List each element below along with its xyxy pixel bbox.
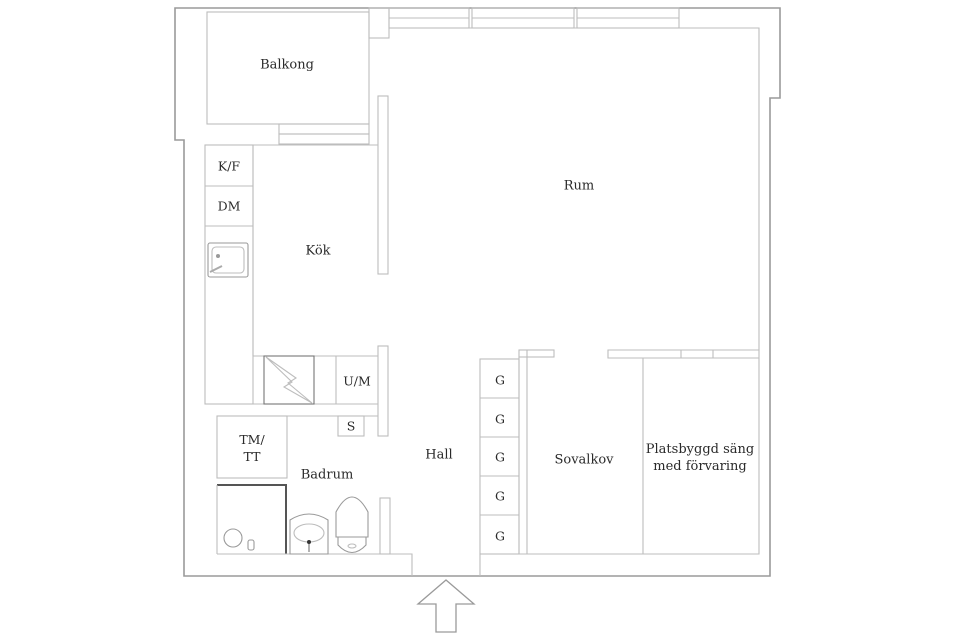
cabinet-s-box [337,415,365,437]
toilet-icon [335,496,369,554]
stove-icon [263,355,315,405]
room-label-built-in-bed: Platsbyggd säng med förvaring [646,441,754,475]
built-in-bed-line2: med förvaring [653,459,747,474]
fixture-oven-microwave: U/M [343,373,371,389]
room-label-kitchen: Kök [305,243,331,259]
entrance-arrow-icon [416,579,476,633]
kitchen-sink-icon [207,242,249,278]
room-label-balcony: Balkong [260,57,314,73]
room-label-living: Rum [563,178,595,194]
outer-wall [174,7,781,577]
built-in-bed-line1: Platsbyggd säng [645,442,755,457]
wash-basin-icon [289,513,329,555]
wardrobe-5: G [495,528,505,544]
fixture-cabinet-s: S [346,418,356,434]
room-label-bathroom: Badrum [300,467,354,483]
fixture-washer-dryer: TM/ TT [239,431,264,465]
wardrobe-1: G [495,372,505,388]
wardrobe-3: G [495,449,505,465]
fixture-fridge-freezer: K/F [217,158,241,174]
room-label-sleeping-alcove: Sovalkov [554,452,614,468]
room-label-hall: Hall [425,447,453,463]
fixture-dishwasher: DM [217,198,241,214]
washer-line1: TM/ [239,432,265,447]
washer-line2: TT [243,449,261,464]
wardrobe-2: G [495,411,505,427]
windows-top [388,7,680,29]
wardrobe-4: G [495,488,505,504]
